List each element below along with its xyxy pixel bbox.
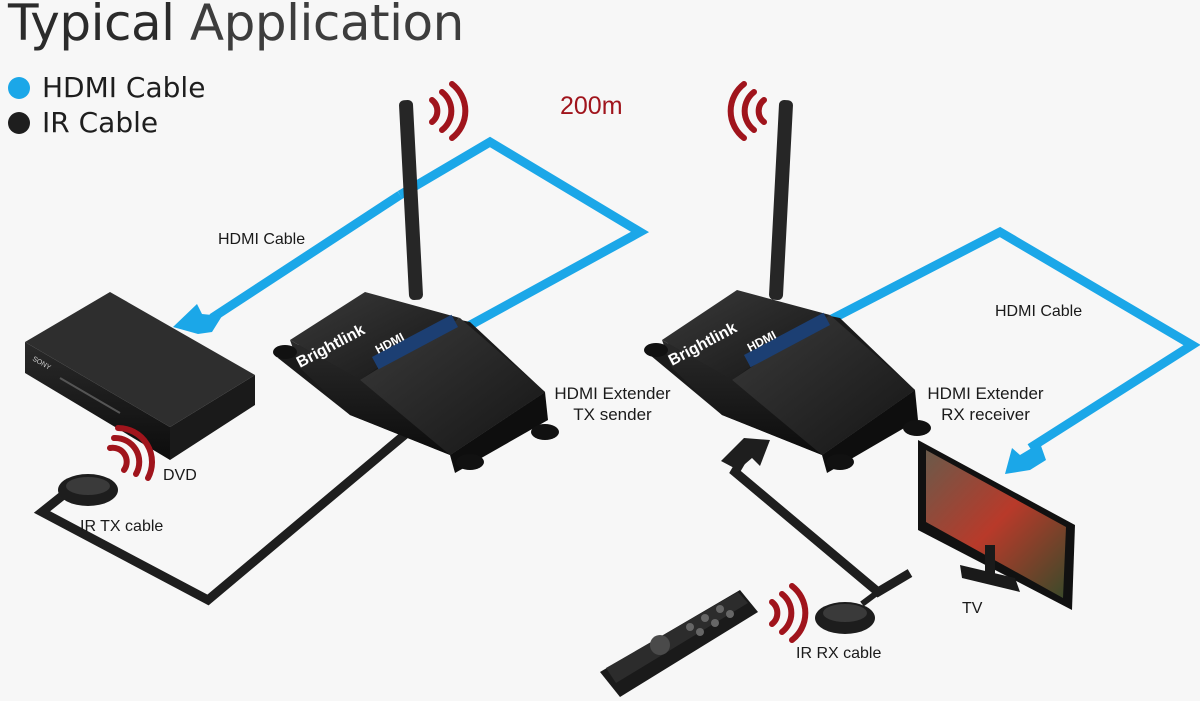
label-rx-line-1: HDMI Extender	[927, 384, 1044, 403]
label-hdmi-cable-left: HDMI Cable	[218, 231, 306, 248]
label-rx-receiver: HDMI Extender RX receiver	[923, 383, 1048, 425]
label-tx-line-1: HDMI Extender	[554, 384, 671, 403]
label-rx-line-2: RX receiver	[941, 405, 1030, 424]
ir-tx-cable	[33, 428, 411, 606]
legend: HDMI Cable IR Cable	[8, 70, 205, 140]
label-hdmi-cable-right: HDMI Cable	[995, 303, 1083, 320]
label-ir-tx-cable: IR TX cable	[80, 518, 164, 535]
label-ir-rx-cable: IR RX cable	[796, 645, 882, 662]
tx-extender-device: HDMI Brightlink	[273, 100, 559, 473]
distance-label: 200m	[560, 92, 623, 120]
legend-item-hdmi: HDMI Cable	[8, 70, 205, 105]
wifi-signal-icon-remote	[769, 583, 809, 643]
rx-extender-device: HDMI Brightlink	[644, 100, 931, 473]
wifi-signal-icon-rx	[727, 81, 767, 141]
ir-tx-receiver-icon	[58, 474, 118, 506]
legend-label-hdmi: HDMI Cable	[42, 71, 206, 104]
title-word-2: Application	[189, 0, 464, 52]
ir-rx-cable	[729, 457, 913, 598]
wifi-signal-icon-dvd	[107, 425, 155, 481]
hdmi-cable-rx-to-tv	[827, 226, 1200, 452]
tv-device	[918, 440, 1075, 610]
label-tx-line-2: TX sender	[573, 405, 652, 424]
hdmi-arrow-icon-tv	[1005, 443, 1046, 474]
hdmi-cable-tx-loop	[397, 136, 650, 332]
legend-swatch-ir	[8, 111, 30, 134]
label-tv: TV	[962, 600, 983, 617]
ir-arrow-icon	[721, 438, 770, 470]
remote-control-icon	[600, 590, 758, 697]
page-title: Typical Application	[8, 0, 464, 52]
legend-item-ir: IR Cable	[8, 105, 205, 140]
hdmi-cable-tx-to-dvd	[209, 191, 403, 322]
legend-swatch-hdmi	[8, 76, 30, 99]
label-dvd: DVD	[163, 467, 197, 484]
wifi-signal-icon-tx	[429, 81, 469, 141]
title-word-1: Typical	[8, 0, 175, 52]
hdmi-arrow-icon-dvd	[173, 304, 222, 334]
rx-antenna	[769, 100, 793, 300]
legend-label-ir: IR Cable	[42, 106, 159, 139]
label-tx-sender: HDMI Extender TX sender	[550, 383, 675, 425]
tx-antenna	[399, 100, 423, 300]
ir-rx-receiver-icon	[815, 602, 875, 634]
